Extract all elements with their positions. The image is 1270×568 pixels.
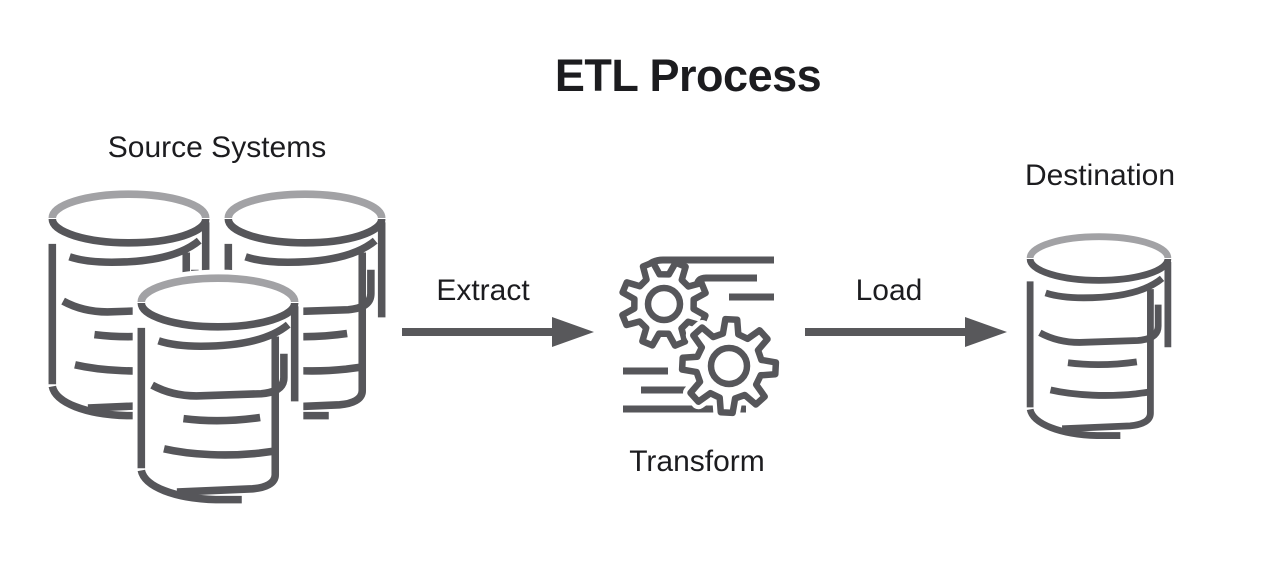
load-label: Load [855,274,923,307]
source-systems-label: Source Systems [107,131,327,164]
small-gear-icon [619,259,709,349]
big-gear-icon [678,315,780,417]
destination-database-icon [1030,237,1168,437]
transform-label: Transform [629,445,765,478]
destination-label: Destination [1024,159,1176,192]
source-databases-icon [52,194,381,500]
extract-arrow [402,317,594,347]
transform-gears-icon [619,256,784,421]
load-arrow [805,317,1007,347]
diagram-title: ETL Process [554,50,822,101]
extract-label: Extract [436,274,530,307]
